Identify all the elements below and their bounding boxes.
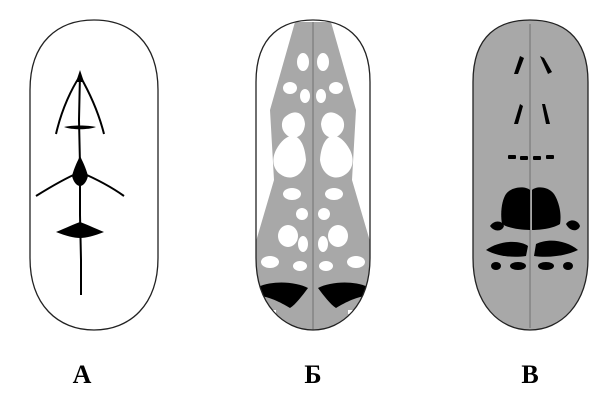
panel-v bbox=[473, 20, 588, 330]
panel-label-a: А bbox=[52, 360, 112, 390]
panel-b bbox=[252, 20, 374, 340]
panel-a bbox=[30, 20, 158, 330]
panel-label-b: Б bbox=[283, 360, 343, 390]
panel-a-outline bbox=[30, 20, 158, 330]
panel-label-v: В bbox=[500, 360, 560, 390]
